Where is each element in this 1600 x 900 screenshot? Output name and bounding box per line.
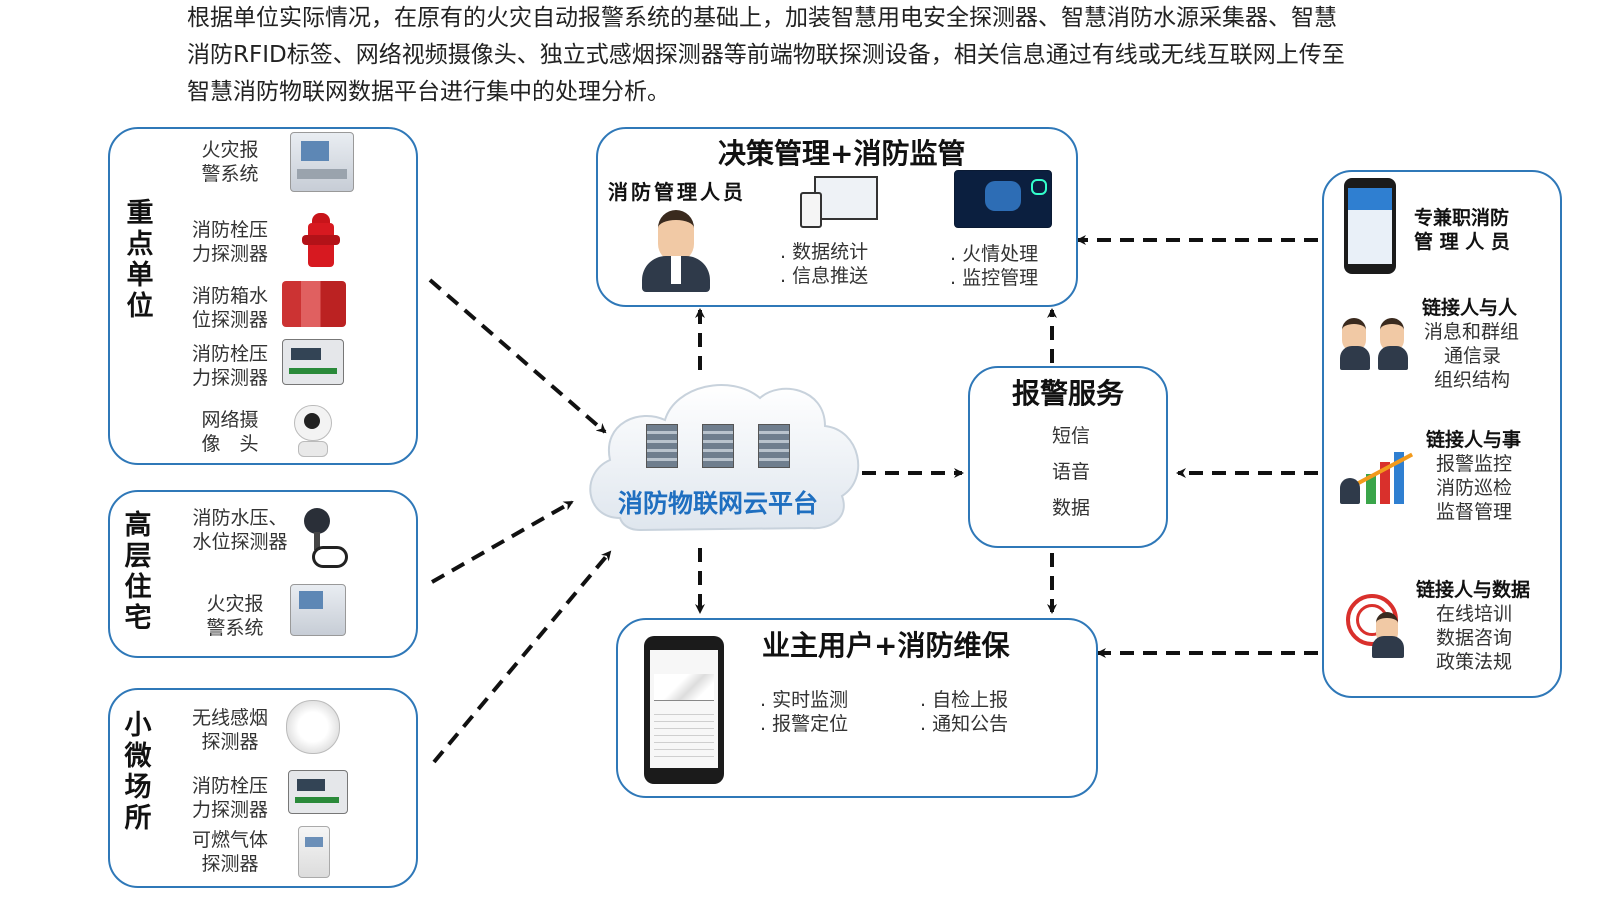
group-1-line-3: 组织结构 xyxy=(1434,369,1511,391)
key-unit-label: 重点单位 xyxy=(126,198,154,322)
residence-label: 高层住宅 xyxy=(124,510,152,634)
alarm-service-box xyxy=(968,366,1168,548)
people-network-image xyxy=(1340,316,1414,372)
fire-admin-label: 专兼职消防 管 理 人 员 xyxy=(1414,207,1510,253)
intro-line-2: 消防RFID标签、网络视频摄像头、独立式感烟探测器等前端物联探测设备，相关信息通… xyxy=(187,42,1345,68)
owner-col1-line2: . 报警定位 xyxy=(760,713,849,735)
key-unit-box xyxy=(108,127,418,465)
group-2-line-1: 报警监控 xyxy=(1436,453,1513,475)
fire-alarm-console-image-2 xyxy=(290,584,346,636)
alarm-item-voice: 语音 xyxy=(1052,461,1091,483)
decision-col1-line2: . 信息推送 xyxy=(780,265,869,287)
target-person-image xyxy=(1346,590,1412,660)
group-1-line-2: 通信录 xyxy=(1444,345,1502,367)
key-unit-item-5: 网络摄 像 头 xyxy=(201,409,259,455)
small-venue-label: 小微场所 xyxy=(124,710,152,834)
growth-chart-image xyxy=(1340,440,1416,506)
residence-item-1: 消防水压、 水位探测器 xyxy=(192,507,288,553)
key-unit-item-1: 火灾报 警系统 xyxy=(201,139,259,185)
small-venue-item-1: 无线感烟 探测器 xyxy=(191,707,268,753)
group-1-title: 链接人与人 xyxy=(1422,297,1518,319)
server-icon-2 xyxy=(702,424,734,468)
key-unit-item-4: 消防栓压 力探测器 xyxy=(191,343,268,389)
owner-col2-line2: . 通知公告 xyxy=(920,713,1009,735)
arrow-small-venue-to-cloud xyxy=(432,550,612,764)
monitor-dashboard-image xyxy=(954,170,1052,228)
small-venue-item-3: 可燃气体 探测器 xyxy=(191,829,268,875)
key-unit-item-2: 消防栓压 力探测器 xyxy=(191,219,268,265)
owner-col1-line1: . 实时监测 xyxy=(760,689,849,711)
gas-detector-image xyxy=(298,826,330,878)
group-1-line-1: 消息和群组 xyxy=(1424,321,1520,343)
manager-avatar xyxy=(640,208,712,292)
alarm-item-sms: 短信 xyxy=(1052,425,1091,447)
group-3-title: 链接人与数据 xyxy=(1416,579,1531,601)
owner-col2-line1: . 自检上报 xyxy=(920,689,1009,711)
camera-image xyxy=(292,405,332,457)
cloud-platform-label: 消防物联网云平台 xyxy=(618,489,819,518)
arrow-residence-to-cloud xyxy=(431,500,574,584)
group-3-line-1: 在线培训 xyxy=(1436,603,1513,625)
arrow-key-unit-to-cloud xyxy=(428,278,607,434)
intro-paragraph: 根据单位实际情况，在原有的火灾自动报警系统的基础上，加装智慧用电安全探测器、智慧… xyxy=(187,0,1487,111)
water-pressure-sensor-image xyxy=(298,508,348,568)
decision-person-label: 消防管理人员 xyxy=(608,180,746,204)
owner-title: 业主用户+消防维保 xyxy=(762,629,1010,662)
server-icon-3 xyxy=(758,424,790,468)
devices-image xyxy=(800,176,878,228)
intro-line-1: 根据单位实际情况，在原有的火灾自动报警系统的基础上，加装智慧用电安全探测器、智慧… xyxy=(187,5,1337,31)
hydrant-image xyxy=(302,213,340,271)
decision-col2-line1: . 火情处理 xyxy=(950,243,1039,265)
group-2-line-2: 消防巡检 xyxy=(1436,477,1513,499)
residence-item-2: 火灾报 警系统 xyxy=(206,593,264,639)
intro-line-3: 智慧消防物联网数据平台进行集中的处理分析。 xyxy=(187,79,670,105)
server-icon-1 xyxy=(646,424,678,468)
water-tank-image xyxy=(282,281,346,327)
fire-alarm-console-image xyxy=(290,132,354,192)
residence-box xyxy=(108,490,418,658)
pressure-detector-image-2 xyxy=(288,770,348,814)
alarm-service-title: 报警服务 xyxy=(1012,377,1125,410)
phone-app-image xyxy=(644,636,724,784)
decision-col2-line2: . 监控管理 xyxy=(950,267,1039,289)
key-unit-item-3: 消防箱水 位探测器 xyxy=(191,285,268,331)
smoke-detector-image xyxy=(286,700,340,754)
group-2-title: 链接人与事 xyxy=(1426,429,1522,451)
group-2-line-3: 监督管理 xyxy=(1436,501,1513,523)
group-3-line-2: 数据咨询 xyxy=(1436,627,1513,649)
decision-title: 决策管理+消防监管 xyxy=(718,137,966,170)
alarm-item-data: 数据 xyxy=(1052,497,1091,519)
small-venue-box xyxy=(108,688,418,888)
group-3-line-3: 政策法规 xyxy=(1436,651,1513,673)
pressure-detector-image-1 xyxy=(282,339,344,385)
decision-col1-line1: . 数据统计 xyxy=(780,241,869,263)
mobile-app-image xyxy=(1344,178,1396,274)
small-venue-item-2: 消防栓压 力探测器 xyxy=(191,775,268,821)
